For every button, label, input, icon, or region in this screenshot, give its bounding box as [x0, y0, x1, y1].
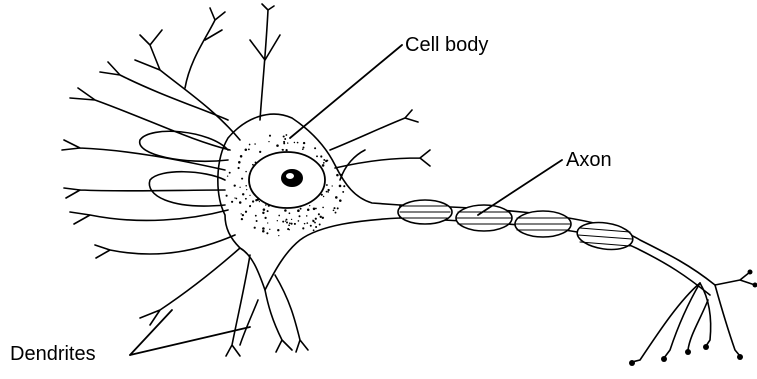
dendrites-label: Dendrites	[10, 344, 96, 364]
axon	[398, 200, 757, 366]
dendrites-right	[330, 110, 430, 180]
dendrites-leader-1	[130, 310, 172, 355]
axon-leader	[478, 160, 562, 215]
cell-body-leader	[290, 45, 402, 138]
axon-label: Axon	[566, 150, 612, 170]
axon-terminals	[632, 272, 755, 362]
synaptic-knobs	[629, 270, 757, 367]
dendrites-lower	[240, 275, 308, 352]
myelin-sheaths	[398, 200, 635, 253]
cell-body-label: Cell body	[405, 35, 488, 55]
nucleolus-highlight	[286, 173, 294, 179]
